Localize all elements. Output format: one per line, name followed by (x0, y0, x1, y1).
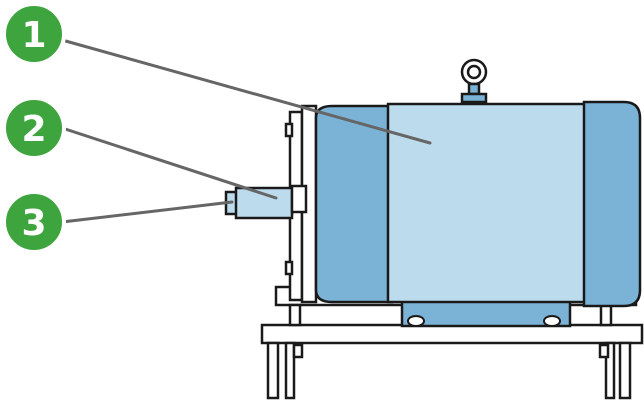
leader-lines (60, 38, 432, 224)
foot-bolt-left (407, 315, 425, 327)
callout-marker-3: 3 (2, 190, 66, 254)
shaft-assembly (224, 184, 308, 220)
mount-stud-right (599, 303, 613, 327)
base-frame (260, 323, 644, 400)
callout-number-2: 2 (21, 109, 46, 150)
flange-bolt-bottom (284, 260, 294, 276)
leader-line-3 (60, 200, 234, 224)
leader-line-1 (60, 38, 432, 145)
foot-bolt-right (543, 315, 561, 327)
base-leg-left-inner (284, 341, 296, 400)
callout-circle-1 (2, 2, 66, 66)
lifting-eye-base (460, 92, 488, 104)
motor-body (314, 100, 642, 308)
front-end-bell (314, 104, 394, 304)
flange-bolt-top (284, 122, 294, 138)
lifting-eye (460, 58, 488, 104)
callout-marker-1: 1 (2, 2, 66, 66)
rear-end-cap (582, 100, 642, 308)
base-rail (260, 323, 644, 345)
lifting-eye-stem (467, 82, 481, 96)
foot-bolts (407, 315, 561, 327)
base-leg-right-outer (618, 341, 632, 400)
callout-marker-2: 2 (2, 96, 66, 160)
stator-housing (386, 102, 588, 304)
lifting-eye-hole (466, 64, 482, 80)
leader-line-2 (60, 126, 278, 200)
base-bolt-right (598, 343, 610, 359)
callout-circle-3 (2, 190, 66, 254)
base-leg-right-inner (604, 341, 616, 400)
base-leg-left-outer (266, 341, 280, 400)
mount-stud-left (288, 303, 302, 327)
callout-number-1: 1 (21, 15, 46, 56)
base-bolt-left (292, 343, 304, 359)
shaft-collar (290, 184, 308, 214)
callout-circle-2 (2, 96, 66, 160)
callout-number-3: 3 (21, 203, 46, 244)
